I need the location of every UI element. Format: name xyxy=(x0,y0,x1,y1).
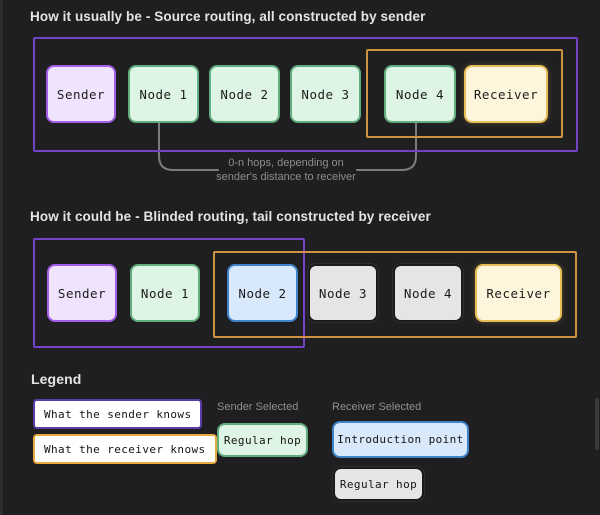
window-left-edge xyxy=(0,0,3,515)
s2-node-3: Node 3 xyxy=(308,264,378,322)
legend-regular-hop-sender: Regular hop xyxy=(217,423,308,457)
legend-regular-hop-receiver: Regular hop xyxy=(333,467,424,501)
s2-node-2: Node 2 xyxy=(227,264,298,322)
s1-node-sender: Sender xyxy=(46,65,116,123)
s1-node-1: Node 1 xyxy=(128,65,199,123)
s2-node-sender: Sender xyxy=(47,264,117,322)
legend-introduction-point: Introduction point xyxy=(332,421,469,458)
hops-annotation-line2: sender's distance to receiver xyxy=(216,171,356,183)
section1-title: How it usually be - Source routing, all … xyxy=(30,9,426,24)
legend-sender-selected-label: Sender Selected xyxy=(217,401,299,413)
s1-node-3: Node 3 xyxy=(290,65,361,123)
section1-sender-scope-box xyxy=(33,37,578,152)
scrollbar-thumb[interactable] xyxy=(595,398,599,450)
section1-receiver-scope-box xyxy=(366,49,563,138)
legend-receiver-knows-box: What the receiver knows xyxy=(33,434,217,464)
legend-title: Legend xyxy=(31,371,82,387)
s1-node-2: Node 2 xyxy=(209,65,280,123)
s2-node-1: Node 1 xyxy=(130,264,200,322)
hops-annotation: 0-n hops, depending on sender's distance… xyxy=(200,156,372,184)
legend-receiver-selected-label: Receiver Selected xyxy=(332,401,422,413)
legend-sender-knows-box: What the sender knows xyxy=(33,399,203,429)
section2-title: How it could be - Blinded routing, tail … xyxy=(30,209,431,224)
s2-node-receiver: Receiver xyxy=(475,264,562,322)
s1-node-receiver: Receiver xyxy=(464,65,548,123)
s1-node-4: Node 4 xyxy=(384,65,456,123)
section2-receiver-scope-box xyxy=(213,251,577,338)
section2-sender-scope-box xyxy=(33,238,305,348)
s2-node-4: Node 4 xyxy=(393,264,463,322)
hops-annotation-line1: 0-n hops, depending on xyxy=(228,157,344,169)
